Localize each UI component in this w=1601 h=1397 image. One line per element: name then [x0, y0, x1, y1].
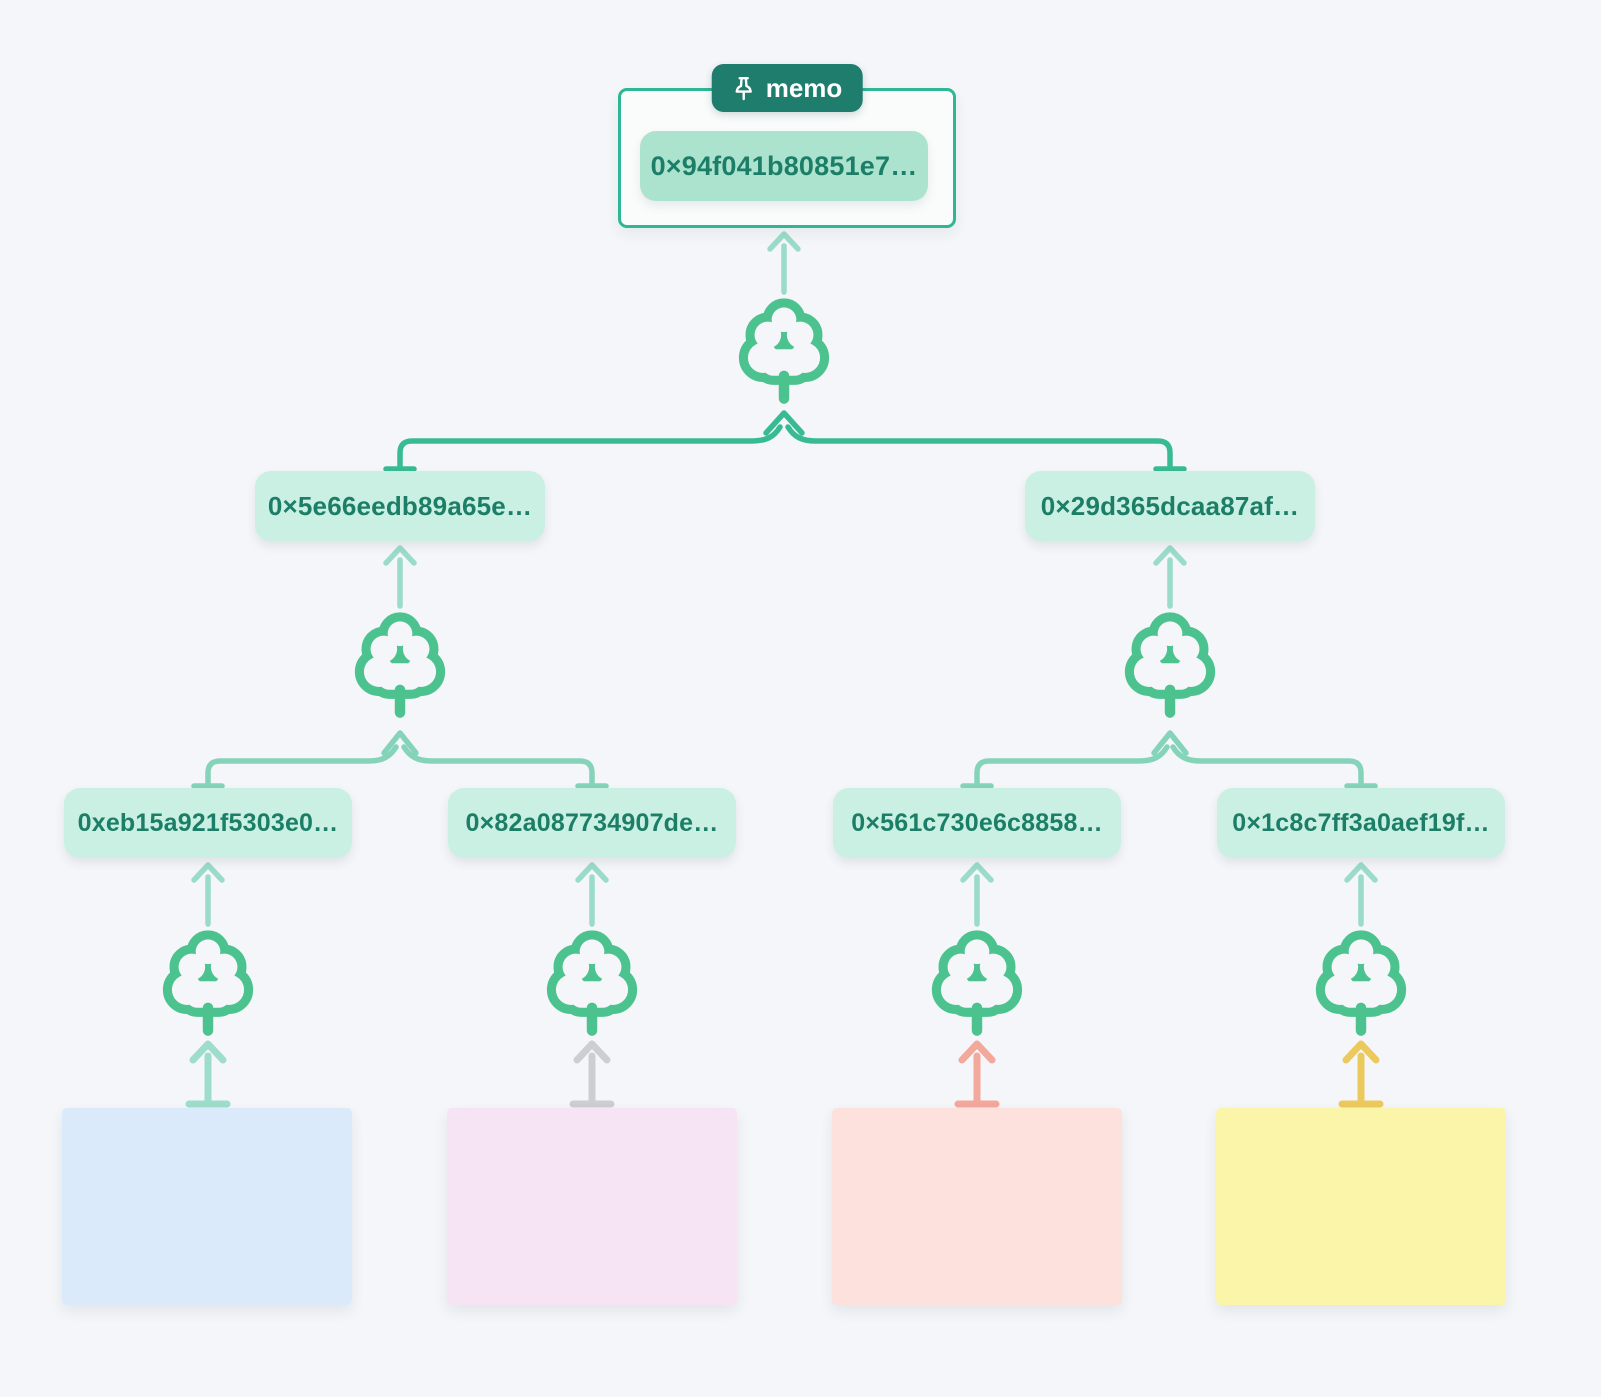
up-arrow-icon — [767, 231, 801, 295]
right-branch-connector — [960, 730, 1378, 789]
block-up-arrow-icon — [569, 1040, 615, 1108]
up-arrow-icon — [191, 862, 225, 927]
block-up-arrow-icon — [1338, 1040, 1384, 1108]
hash-node-left[interactable]: 0×5e66eedb89a65e… — [255, 471, 545, 541]
tree-icon — [364, 621, 436, 712]
up-arrow-icon — [383, 545, 417, 609]
block-up-arrow-icon — [954, 1040, 1000, 1108]
memo-root-card: memo 0×94f041b80851e7… — [618, 64, 956, 228]
data-block-purple[interactable] — [447, 1108, 737, 1305]
block-up-arrow-icon — [185, 1040, 231, 1108]
hash-node-right[interactable]: 0×29d365dcaa87af… — [1025, 471, 1315, 541]
root-branch-connector — [383, 410, 1187, 472]
leaf-hash-node-2[interactable]: 0×82a087734907de… — [448, 788, 736, 858]
tree-icon — [556, 939, 628, 1030]
root-hash-node[interactable]: 0×94f041b80851e7… — [640, 131, 928, 201]
tree-icon — [1134, 621, 1206, 712]
pin-icon — [735, 76, 752, 100]
up-arrow-icon — [1344, 862, 1378, 927]
tree-icon — [748, 307, 820, 398]
data-block-blue[interactable] — [62, 1108, 352, 1305]
up-arrow-icon — [575, 862, 609, 927]
tree-icon — [172, 939, 244, 1030]
memo-badge: memo — [711, 64, 863, 112]
leaf-hash-node-1[interactable]: 0xeb15a921f5303e0… — [64, 788, 352, 858]
leaf-hash-node-4[interactable]: 0×1c8c7ff3a0aef19f… — [1217, 788, 1505, 858]
leaf-hash-node-3[interactable]: 0×561c730e6c8858… — [833, 788, 1121, 858]
tree-icon — [941, 939, 1013, 1030]
memo-badge-label: memo — [765, 72, 843, 103]
up-arrow-icon — [960, 862, 994, 927]
tree-icon — [1325, 939, 1397, 1030]
left-branch-connector — [191, 730, 609, 789]
data-block-red[interactable] — [832, 1108, 1122, 1305]
data-block-yellow[interactable] — [1216, 1108, 1506, 1305]
up-arrow-icon — [1153, 545, 1187, 609]
